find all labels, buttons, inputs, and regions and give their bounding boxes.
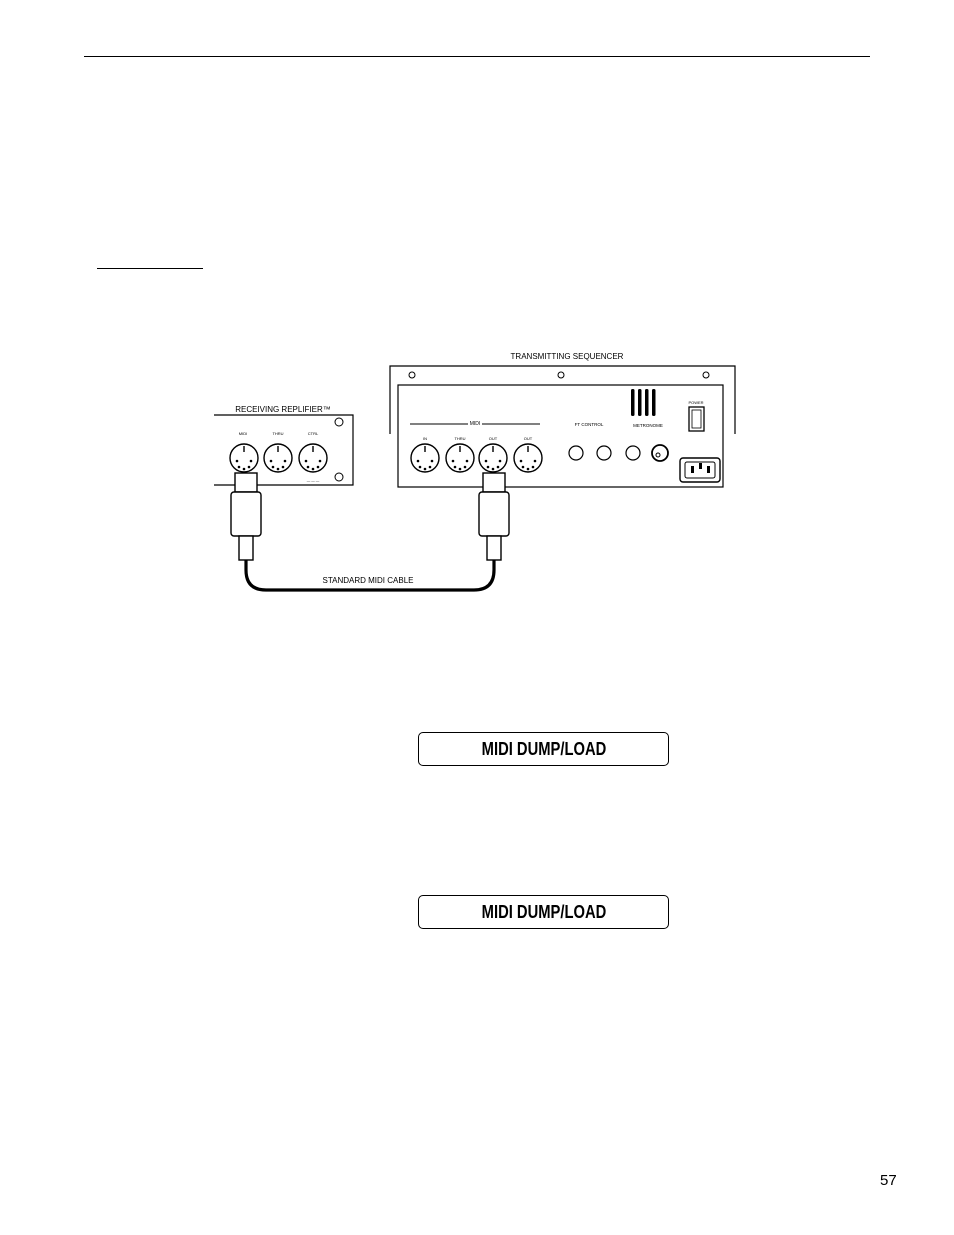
svg-text:IN: IN [423,436,427,441]
svg-text:CTRL: CTRL [308,431,319,436]
top-rule [84,56,870,57]
jack-icon [625,445,641,461]
svg-text:MIDI: MIDI [470,421,481,427]
midi-socket-icon [513,443,543,473]
lcd-display: MIDI DUMP/LOAD [418,732,669,766]
midi-out-socket-icon [478,443,508,473]
jack-icon [568,445,584,461]
page-number: 57 [880,1172,897,1189]
midi-plug-icon [230,472,262,561]
midi-socket-icon [298,443,328,473]
svg-text:THRU: THRU [454,436,465,441]
power-inlet-icon [679,457,721,483]
midi-connection-diagram: TRANSMITTING SEQUENCER MIDI IN T [214,352,736,592]
jack-icon [596,445,612,461]
midi-socket-icon [445,443,475,473]
knob-icon [651,444,669,462]
section-underline [97,268,203,269]
lcd-display-text: MIDI DUMP/LOAD [481,738,606,759]
cable-label: STANDARD MIDI CABLE [323,576,414,585]
screw-icon [408,371,416,379]
transmitter-label: TRANSMITTING SEQUENCER [511,352,624,361]
lcd-display-text: MIDI DUMP/LOAD [481,901,606,922]
midi-socket-icon [410,443,440,473]
midi-cable [244,560,496,592]
svg-text:THRU: THRU [272,431,283,436]
svg-text:POWER: POWER [688,400,703,405]
lcd-display: MIDI DUMP/LOAD [418,895,669,929]
screw-icon [557,371,565,379]
midi-socket-icon [263,443,293,473]
svg-text:— — —: — — — [307,479,320,483]
replifier-panel [214,414,354,486]
svg-text:OUT: OUT [524,436,533,441]
svg-text:OUT: OUT [489,436,498,441]
screw-icon [334,417,344,427]
screw-icon [334,472,344,482]
midi-plug-icon [478,472,510,561]
svg-text:MIDI: MIDI [239,431,247,436]
svg-text:FT CONTROL: FT CONTROL [575,422,604,427]
midi-in-socket-icon [229,443,259,473]
speaker-grille-icon [631,389,656,416]
svg-text:METRONOME: METRONOME [633,423,663,428]
sequencer-housing [389,365,736,434]
receiver-label: RECEIVING REPLIFIER™ [235,405,331,414]
sequencer-back-panel [397,384,724,488]
power-switch-icon [688,406,705,432]
screw-icon [702,371,710,379]
